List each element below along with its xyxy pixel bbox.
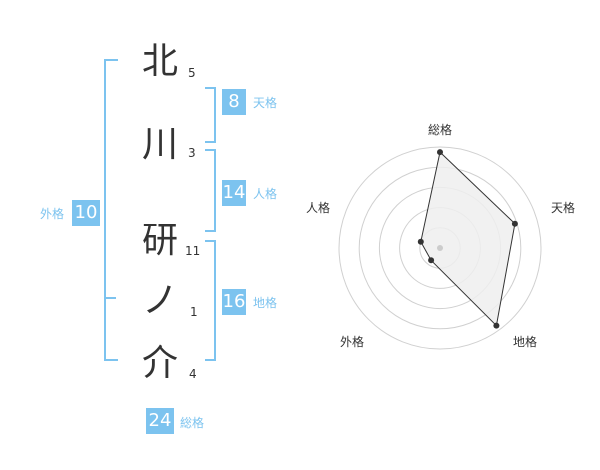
radar-ring <box>338 146 542 350</box>
radar-label-jin: 人格 <box>305 201 331 215</box>
radar-point-5 <box>417 238 424 245</box>
radar-point-4 <box>428 257 435 264</box>
name-char-4: ノ <box>141 280 178 321</box>
radar-point-1 <box>437 149 443 156</box>
ten-kaku-label: 天格 <box>253 96 278 110</box>
stroke-count-4: 1 <box>190 305 198 319</box>
so-kaku-label: 総格 <box>180 416 205 430</box>
stroke-count-1: 5 <box>188 66 196 80</box>
radar-label-chi: 地格 <box>512 335 538 349</box>
ten-kaku-value: 8 <box>222 89 246 115</box>
chi-kaku-bracket <box>205 240 216 361</box>
name-char-3: 研 <box>141 220 178 261</box>
name-char-2: 川 <box>141 124 178 165</box>
radar-value-polygon <box>420 151 516 327</box>
name-char-5: 介 <box>141 343 178 384</box>
radar-point-2 <box>511 220 518 227</box>
jin-kaku-label: 人格 <box>253 187 278 201</box>
stroke-count-2: 3 <box>188 146 196 160</box>
gai-kaku-bracket <box>104 59 118 361</box>
name-char-1: 北 <box>141 41 178 82</box>
gai-kaku-value: 10 <box>72 200 100 226</box>
ten-kaku-bracket <box>205 87 216 143</box>
gai-kaku-bracket-divider <box>106 297 116 299</box>
chi-kaku-label: 地格 <box>253 296 278 310</box>
radar-label-so: 総格 <box>427 123 453 137</box>
jin-kaku-value: 14 <box>222 180 246 206</box>
radar-label-ten: 天格 <box>550 201 576 215</box>
gai-kaku-label: 外格 <box>40 207 65 221</box>
chi-kaku-value: 16 <box>222 289 246 315</box>
stroke-count-5: 4 <box>189 367 197 381</box>
jin-kaku-bracket <box>205 149 216 232</box>
so-kaku-value: 24 <box>146 408 174 434</box>
radar-center-dot <box>437 245 443 251</box>
stroke-count-3: 11 <box>185 244 201 258</box>
radar-label-gai: 外格 <box>339 335 365 349</box>
radar-point-3 <box>493 322 500 329</box>
